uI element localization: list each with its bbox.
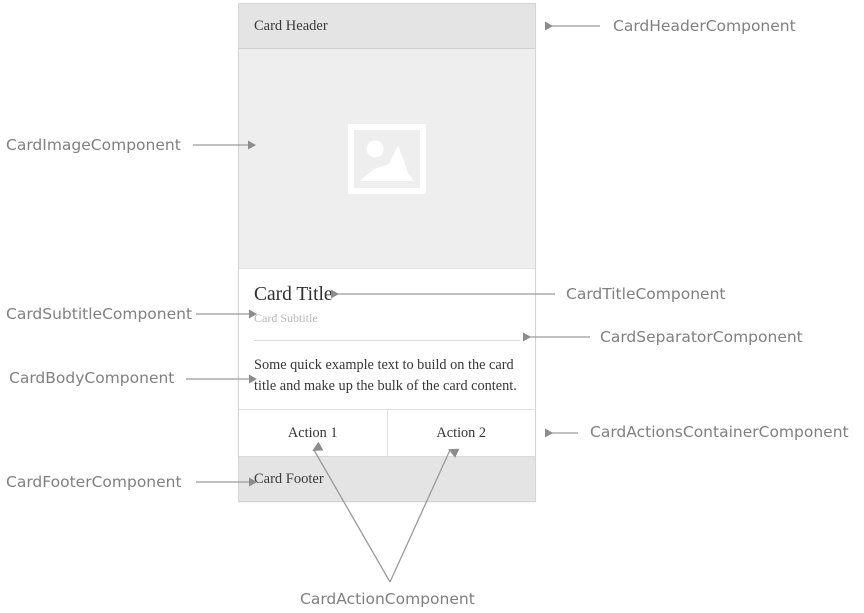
annotation-label-actions-container: CardActionsContainerComponent bbox=[590, 423, 849, 441]
annotation-label-footer: CardFooterComponent bbox=[6, 473, 182, 491]
card-footer: Card Footer bbox=[239, 457, 535, 501]
card-action-2-label: Action 2 bbox=[436, 424, 487, 441]
annotation-label-header: CardHeaderComponent bbox=[613, 17, 796, 35]
annotation-label-action: CardActionComponent bbox=[300, 590, 475, 608]
card-footer-label: Card Footer bbox=[254, 470, 324, 487]
annotation-label-separator: CardSeparatorComponent bbox=[600, 328, 803, 346]
annotation-label-image: CardImageComponent bbox=[6, 136, 181, 154]
card: Card Header Card Title Card Subtitle Som… bbox=[238, 3, 536, 502]
card-title: Card Title bbox=[254, 284, 333, 305]
card-action-1[interactable]: Action 1 bbox=[239, 410, 387, 456]
annotation-label-subtitle: CardSubtitleComponent bbox=[6, 305, 193, 323]
image-placeholder-icon bbox=[348, 123, 426, 194]
annotation-label-title: CardTitleComponent bbox=[566, 285, 726, 303]
card-action-1-label: Action 1 bbox=[287, 424, 338, 441]
card-separator bbox=[254, 339, 520, 341]
annotation-label-body: CardBodyComponent bbox=[9, 369, 175, 387]
card-actions-container: Action 1 Action 2 bbox=[239, 409, 535, 457]
card-header-label: Card Header bbox=[254, 17, 328, 34]
card-body: Some quick example text to build on the … bbox=[254, 356, 517, 395]
card-action-2[interactable]: Action 2 bbox=[386, 410, 535, 456]
card-header: Card Header bbox=[239, 4, 535, 49]
card-subtitle: Card Subtitle bbox=[254, 311, 318, 326]
card-content: Card Title Card Subtitle bbox=[239, 269, 535, 341]
card-image bbox=[239, 49, 535, 269]
